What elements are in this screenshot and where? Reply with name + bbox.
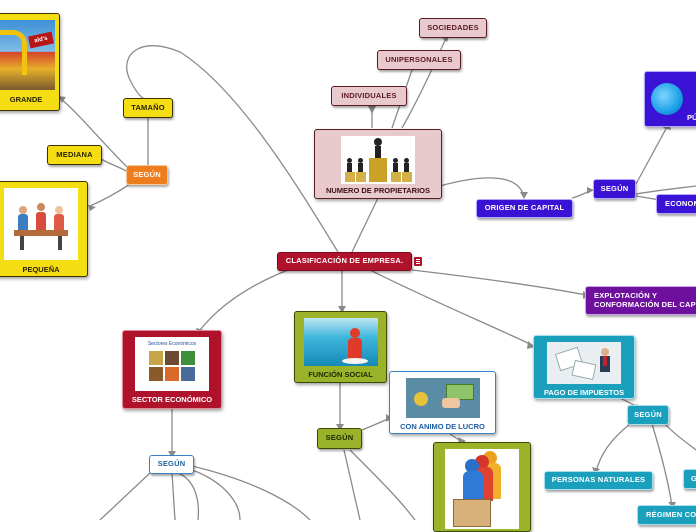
- taxes-label: PAGO DE IMPUESTOS: [543, 388, 625, 397]
- public-company-card[interactable]: PÚBLI: [644, 71, 696, 127]
- regime-node[interactable]: RÉGIMEN CO: [637, 505, 696, 525]
- owners-image: [341, 136, 415, 184]
- taxes-image: [547, 342, 621, 384]
- single-owner-label: UNIPERSONALES: [385, 54, 453, 64]
- economic-label: ECONOM: [665, 198, 696, 208]
- small-company-card[interactable]: PEQUEÑA: [0, 181, 88, 277]
- exploitation-node[interactable]: EXPLOTACIÓN Y CONFORMACIÓN DEL CAPI: [585, 286, 696, 315]
- owners-label: NUMERO DE PROPIETARIOS: [325, 186, 431, 195]
- social-connector-label: SEGÚN: [325, 433, 354, 443]
- sector-card[interactable]: Sectores Económicos SECTOR ECONÓMICO: [122, 330, 222, 409]
- size-criteria-label: TAMAÑO: [131, 102, 165, 112]
- notes-icon[interactable]: [414, 257, 422, 266]
- large-company-card[interactable]: ald's GRANDE: [0, 13, 60, 111]
- partnerships-label: SOCIEDADES: [427, 22, 479, 32]
- owners-card[interactable]: NUMERO DE PROPIETARIOS: [314, 129, 442, 199]
- size-criteria-node[interactable]: TAMAÑO: [123, 98, 173, 118]
- money-image: [405, 378, 480, 418]
- crowd-image: [303, 318, 378, 366]
- natural-persons-label: PERSONAS NATURALES: [551, 475, 646, 485]
- profit-card[interactable]: CON ANIMO DE LUCRO: [389, 371, 496, 434]
- public-company-label: PÚBLI: [687, 112, 696, 122]
- exploitation-label-line1: EXPLOTACIÓN Y: [594, 291, 658, 301]
- social-connector-node[interactable]: SEGÚN: [317, 428, 362, 449]
- regime-label: RÉGIMEN CO: [646, 509, 696, 519]
- small-company-label: PEQUEÑA: [22, 265, 60, 274]
- storefront-image: ald's: [0, 20, 55, 90]
- sector-image: Sectores Económicos: [135, 337, 209, 391]
- single-owner-node[interactable]: UNIPERSONALES: [377, 50, 461, 70]
- exploitation-label-line2: CONFORMACIÓN DEL CAPI: [594, 299, 696, 309]
- capital-origin-label: ORIGEN DE CAPITAL: [484, 203, 565, 213]
- size-connector-label: SEGÚN: [133, 169, 161, 179]
- store-sign-text: ald's: [33, 35, 49, 45]
- capital-connector-node[interactable]: SEGÚN: [593, 179, 636, 199]
- sector-connector-node[interactable]: SEGÚN: [149, 455, 194, 474]
- capital-connector-label: SEGÚN: [600, 183, 629, 193]
- public-logo-icon: [651, 83, 683, 115]
- profit-label: CON ANIMO DE LUCRO: [400, 422, 485, 431]
- medium-company-label: MEDIANA: [56, 149, 93, 159]
- social-function-label: FUNCIÓN SOCIAL: [308, 370, 373, 379]
- capital-origin-node[interactable]: ORIGEN DE CAPITAL: [476, 199, 573, 218]
- central-topic-label: CLASIFICACIÓN DE EMPRESA.: [285, 256, 404, 266]
- cut-off-node[interactable]: G: [683, 469, 696, 489]
- individual-owners-node[interactable]: INDIVIDUALES: [331, 86, 407, 106]
- meeting-image: [4, 188, 78, 260]
- individual-owners-label: INDIVIDUALES: [341, 90, 397, 100]
- central-topic[interactable]: CLASIFICACIÓN DE EMPRESA.: [277, 252, 412, 271]
- cut-off-label: G: [691, 474, 696, 483]
- economic-node[interactable]: ECONOM: [656, 194, 696, 214]
- size-connector-node[interactable]: SEGÚN: [126, 165, 168, 185]
- partnerships-node[interactable]: SOCIEDADES: [419, 18, 487, 38]
- donation-card[interactable]: [433, 442, 531, 532]
- sector-image-caption: Sectores Económicos: [147, 341, 197, 347]
- sector-connector-label: SEGÚN: [157, 459, 186, 469]
- natural-persons-node[interactable]: PERSONAS NATURALES: [544, 471, 653, 490]
- large-company-label: GRANDE: [9, 95, 43, 104]
- sector-label: SECTOR ECONÓMICO: [131, 395, 213, 404]
- donation-image: [445, 449, 519, 529]
- medium-company-node[interactable]: MEDIANA: [47, 145, 102, 165]
- taxes-connector-node[interactable]: SEGÚN: [627, 405, 669, 425]
- taxes-card[interactable]: PAGO DE IMPUESTOS: [533, 335, 635, 399]
- social-function-card[interactable]: FUNCIÓN SOCIAL: [294, 311, 387, 383]
- taxes-connector-label: SEGÚN: [634, 409, 662, 419]
